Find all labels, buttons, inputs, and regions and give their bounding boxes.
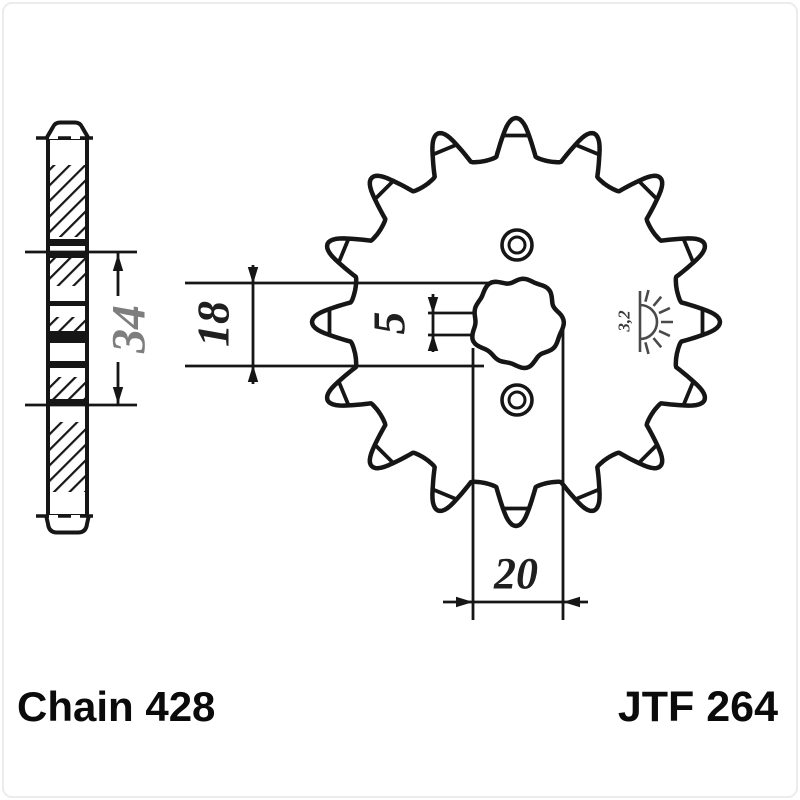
dimension-18-value: 18 [188,301,239,347]
surface-finish-symbol: 3,2 [615,289,673,355]
arrowhead [427,334,439,351]
side-section-view [36,120,99,535]
top-tooth-profile [44,120,91,141]
part-number-label: JTF 264 [618,683,778,731]
arrowhead [563,596,580,608]
bottom-hole-outer [500,383,534,417]
bottom-tooth-profile [44,514,91,535]
chain-size-label: Chain 428 [17,683,215,730]
top-hole-outer [500,228,534,262]
top-hole-inner [507,235,527,255]
arrowhead [247,365,259,382]
arrowhead [456,596,473,608]
dimension-34: 34 [25,250,156,407]
hub-spline-bands [50,239,85,406]
dimension-34-value: 34 [103,305,156,354]
finish-rays [644,289,673,355]
spline-bore [470,276,567,371]
dimension-20-value: 20 [493,549,538,598]
arrowhead [427,297,439,314]
surface-finish-value: 3,2 [615,310,634,333]
bottom-hole-inner [507,390,527,410]
dimension-5-value: 5 [364,312,415,335]
arrowhead [112,387,124,404]
dimension-arrowheads [112,254,580,608]
dimension-18: 18 [185,265,510,384]
arrowhead [112,254,124,271]
dimension-20: 20 [443,318,588,620]
tooth-tip-chamfer-lines [327,133,705,511]
finish-half-circle [639,303,659,341]
lightening-holes [500,228,534,417]
arrowhead [247,267,259,284]
section-hatching [50,165,85,492]
